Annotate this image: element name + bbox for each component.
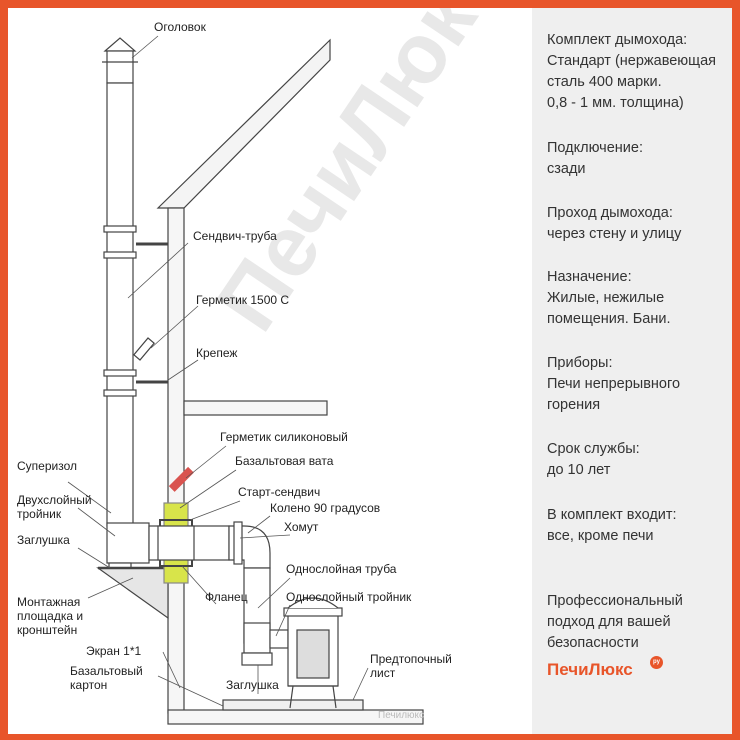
slogan: Профессиональный подход для вашей безопа…: [547, 593, 683, 651]
passage-title: Проход дымохода:: [547, 205, 673, 221]
label-flange: Фланец: [205, 590, 248, 604]
stove-top: [283, 607, 343, 617]
label-elbow-90: Колено 90 градусов: [270, 501, 381, 515]
label-silicone-sealant: Герметик силиконовый: [220, 430, 348, 444]
purpose-value: Жилые, нежилые помещения. Бани.: [547, 290, 671, 327]
pre-furnace-sheet: [222, 699, 364, 711]
kit-value: Стандарт (нержавеющая сталь 400 марки. 0…: [547, 53, 717, 111]
label-plug-bottom: Заглушка: [226, 678, 279, 692]
connection-title: Подключение:: [547, 140, 643, 156]
label-cap: Оголовок: [154, 20, 206, 34]
single-tee: [243, 622, 271, 654]
label-single-tee: Однослойный тройник: [286, 590, 412, 604]
label-basalt-wool: Базальтовая вата: [235, 454, 334, 468]
label-superizol: Суперизол: [17, 459, 77, 473]
pipe-joint-3: [103, 369, 137, 377]
connection-value: сзади: [547, 161, 586, 177]
label-start-sandwich: Старт-сендвич: [238, 485, 321, 499]
label-sealant-1500: Герметик 1500 С: [196, 293, 290, 307]
chimney-diagram: [67, 35, 424, 725]
label-sandwich-pipe: Сендвич-труба: [193, 229, 277, 243]
label-fastener: Крепеж: [196, 346, 238, 360]
leader-lines: [67, 35, 369, 707]
logo-badge: ру: [650, 656, 663, 669]
wall: [167, 207, 185, 714]
label-plug-top: Заглушка: [17, 533, 70, 547]
devices-value: Печи непрерывного горения: [547, 376, 681, 413]
footer-watermark: Печилюкс: [378, 710, 425, 721]
pipe-joint-2: [103, 251, 137, 259]
sealant-tube: [133, 337, 155, 361]
included-value: все, кроме печи: [547, 528, 654, 544]
sandwich-pipe-outer: [106, 82, 134, 527]
label-mount-platform: Монтажная площадка и кронштейн: [17, 595, 84, 637]
pipe-joint-1: [103, 225, 137, 233]
included-title: В комплект входит:: [547, 507, 677, 523]
bottom-plug: [241, 652, 273, 666]
diagram-panel: ПечиЛюкс: [8, 8, 532, 734]
silicone-sealant-tube: [168, 466, 194, 492]
label-double-tee: Двухслойный тройник: [17, 493, 92, 521]
purpose-title: Назначение:: [547, 269, 632, 285]
brand-logo[interactable]: ПечиЛюкс: [547, 660, 633, 679]
cap-roof: [103, 37, 137, 52]
lifetime-value: до 10 лет: [547, 462, 611, 478]
stove-door: [296, 629, 330, 679]
devices-title: Приборы:: [547, 355, 613, 371]
label-clamp: Хомут: [284, 520, 319, 534]
clamp: [233, 521, 243, 565]
info-panel: Комплект дымохода: Стандарт (нержавеющая…: [532, 8, 732, 734]
kit-title: Комплект дымохода:: [547, 32, 688, 48]
pipe-joint-4: [103, 389, 137, 397]
single-tee-branch: [269, 629, 289, 649]
ceiling-shelf: [183, 400, 328, 416]
roof: [156, 38, 331, 209]
lifetime-title: Срок службы:: [547, 441, 640, 457]
label-screen: Экран 1*1: [86, 644, 142, 658]
mount-platform: [96, 567, 169, 620]
stove-arch: [287, 597, 339, 609]
label-single-pipe: Однослойная труба: [286, 562, 397, 576]
label-pre-furnace-sheet: Предтопочный лист: [370, 652, 452, 680]
passage-value: через стену и улицу: [547, 226, 682, 242]
label-basalt-cardboard: Базальтовый картон: [70, 664, 143, 692]
double-tee: [106, 522, 150, 564]
cap-body: [106, 50, 134, 84]
